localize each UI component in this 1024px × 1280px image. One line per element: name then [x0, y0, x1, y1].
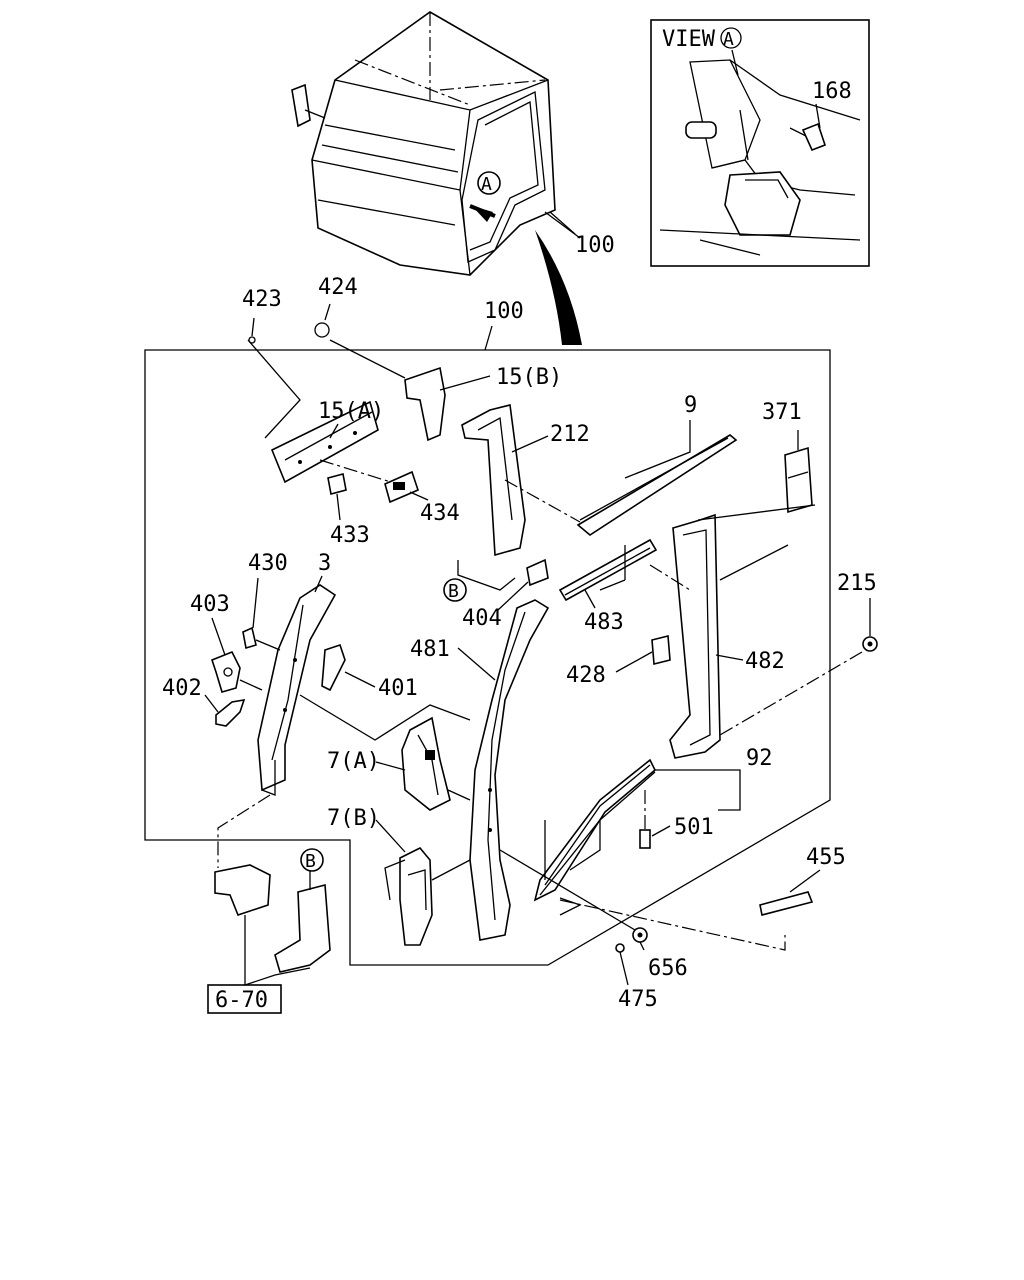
label-434: 434	[420, 501, 460, 526]
view-marker: A	[723, 29, 734, 50]
label-7b: 7(B)	[327, 806, 380, 831]
label-501: 501	[674, 815, 714, 840]
part-433-434	[327, 470, 419, 504]
label-483: 483	[584, 610, 624, 635]
exploded-frame	[144, 349, 831, 966]
label-424: 424	[318, 275, 358, 300]
label-455: 455	[806, 845, 846, 870]
circle-markers: A B B	[300, 171, 501, 872]
part-455	[759, 869, 821, 916]
label-168: 168	[812, 79, 852, 104]
marker-b-bottom	[300, 848, 324, 872]
svg-text:B: B	[305, 851, 316, 872]
reference-box: 6-70	[207, 984, 282, 1014]
reference-label: 6-70	[215, 988, 268, 1013]
label-7a: 7(A)	[327, 749, 380, 774]
view-a-inset	[650, 19, 870, 267]
lower-left-parts	[214, 794, 331, 986]
part-15b	[329, 339, 491, 442]
leader-lines	[204, 49, 871, 986]
part-92	[533, 758, 741, 902]
svg-text:B: B	[448, 581, 459, 602]
label-423: 423	[242, 287, 282, 312]
part-430-403-402-401	[211, 626, 471, 741]
part-371	[784, 430, 813, 514]
label-430: 430	[248, 551, 288, 576]
label-403: 403	[190, 592, 230, 617]
label-401: 401	[378, 676, 418, 701]
label-402: 402	[162, 676, 202, 701]
label-3: 3	[318, 551, 331, 576]
part-404	[457, 558, 549, 591]
label-100-top: 100	[575, 233, 615, 258]
part-7b	[384, 847, 471, 946]
part-482	[649, 504, 816, 759]
part-481	[469, 599, 550, 941]
cab-illustration	[291, 11, 582, 345]
label-482: 482	[745, 649, 785, 674]
label-428: 428	[566, 663, 606, 688]
label-215: 215	[837, 571, 877, 596]
label-15a: 15(A)	[318, 399, 384, 424]
label-371: 371	[762, 400, 802, 425]
label-433: 433	[330, 523, 370, 548]
label-404: 404	[462, 606, 502, 631]
part-3	[257, 584, 337, 796]
part-483	[558, 538, 658, 602]
part-9	[576, 420, 738, 536]
label-656: 656	[648, 956, 688, 981]
callout-labels: VIEW A 168 100 100 423 424 15(A) 15(B) 2…	[162, 27, 877, 1012]
label-9: 9	[684, 393, 697, 418]
label-92: 92	[746, 746, 773, 771]
label-15b: 15(B)	[496, 365, 562, 390]
part-212	[461, 404, 581, 557]
label-100-frame: 100	[484, 299, 524, 324]
part-656-475	[499, 849, 786, 953]
marker-a-cab	[477, 171, 501, 195]
svg-text:A: A	[481, 174, 492, 195]
part-7a	[401, 716, 471, 811]
part-428	[651, 634, 671, 666]
label-212: 212	[550, 422, 590, 447]
part-501	[639, 790, 651, 849]
marker-b-left	[443, 578, 467, 602]
label-481: 481	[410, 637, 450, 662]
view-label: VIEW	[662, 27, 716, 52]
label-475: 475	[618, 987, 658, 1012]
part-215	[719, 636, 878, 736]
